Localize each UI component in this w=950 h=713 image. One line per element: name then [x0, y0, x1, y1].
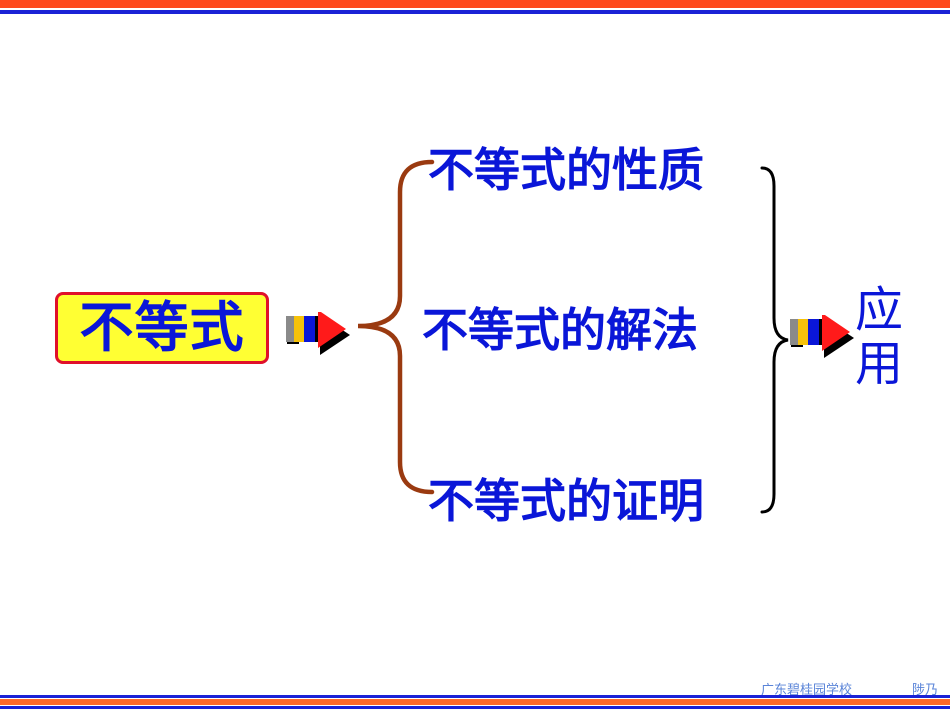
branch-proof: 不等式的证明	[428, 474, 704, 528]
bottom-orange-bar	[0, 699, 950, 705]
arrow-right-icon	[286, 312, 350, 355]
main-concept-box: 不等式	[55, 292, 269, 364]
arrow-right-icon	[790, 315, 854, 358]
result-char-1: 应	[854, 282, 903, 338]
result-char-2: 用	[854, 336, 903, 392]
branch-properties: 不等式的性质	[428, 143, 704, 197]
result-application: 应 用	[850, 283, 908, 391]
left-curly-brace	[357, 159, 435, 495]
top-blue-bar	[0, 10, 950, 14]
right-curly-brace	[760, 166, 789, 514]
footer-school: 广东碧桂园学校	[761, 683, 853, 698]
top-orange-bar	[0, 0, 950, 8]
bottom-blue-bar	[0, 695, 950, 698]
main-concept-label: 不等式	[79, 296, 245, 359]
bottom-blue-bar-2	[0, 706, 950, 709]
branch-solving: 不等式的解法	[422, 303, 698, 357]
footer-author: 陟乃	[912, 683, 939, 698]
